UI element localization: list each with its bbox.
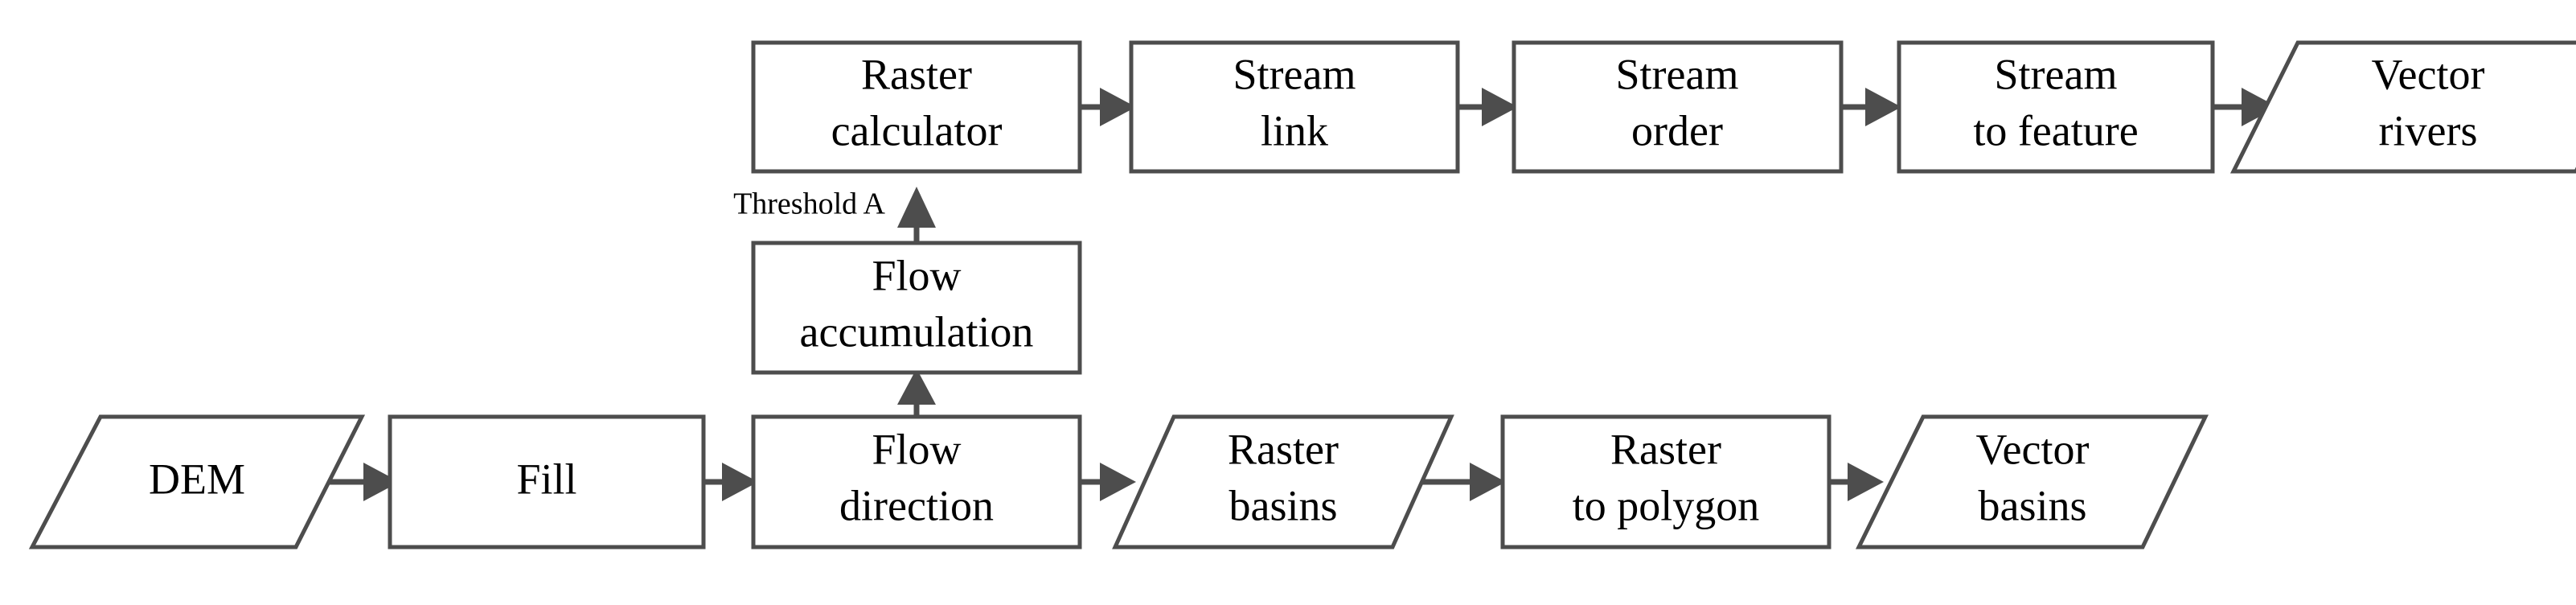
node-fill[interactable]: Fill	[388, 414, 706, 549]
node-label-vector-basins-line2: basins	[1979, 481, 2087, 529]
node-vector-basins[interactable]: Vector basins	[1855, 414, 2209, 549]
edge-stream-to-feature-to-vector-rivers	[2213, 88, 2278, 126]
node-raster-basins[interactable]: Raster basins	[1112, 414, 1454, 549]
node-raster-calculator[interactable]: Raster calculator	[751, 40, 1082, 174]
node-label-flow-accumulation-line1: Flow	[872, 251, 961, 299]
node-label-stream-to-feature-line2: to feature	[1973, 106, 2138, 154]
node-label-raster-to-polygon-line1: Raster	[1610, 425, 1721, 473]
node-label-flow-accumulation-line2: accumulation	[800, 307, 1034, 356]
node-label-stream-order-line1: Stream	[1616, 50, 1739, 98]
edge-stream-link-to-stream-order	[1458, 88, 1518, 126]
connector-layer	[328, 88, 2278, 501]
edge-flow-direction-to-raster-basins	[1080, 463, 1136, 501]
node-label-raster-calculator-line2: calculator	[831, 106, 1003, 154]
node-label-fill-line1: Fill	[516, 455, 576, 503]
node-label-stream-link-line1: Stream	[1233, 50, 1356, 98]
edge-raster-to-polygon-to-vector-basins	[1829, 463, 1884, 501]
node-label-dem-line1: DEM	[149, 455, 245, 503]
node-label-raster-calculator-line1: Raster	[861, 50, 972, 98]
edge-fill-to-flow-direction	[703, 463, 758, 501]
node-stream-order[interactable]: Stream order	[1512, 40, 1844, 174]
node-stream-to-feature[interactable]: Stream to feature	[1897, 40, 2215, 174]
node-vector-rivers[interactable]: Vector rivers	[2229, 40, 2576, 174]
edge-stream-order-to-stream-to-feature	[1841, 88, 1901, 126]
node-label-stream-to-feature-line1: Stream	[1995, 50, 2118, 98]
edge-flow-direction-to-flow-accumulation	[897, 368, 936, 417]
node-label-stream-link-line2: link	[1261, 106, 1328, 154]
node-dem[interactable]: DEM	[28, 414, 366, 549]
edge-dem-to-fill	[328, 463, 400, 501]
node-label-raster-basins-line1: Raster	[1228, 425, 1339, 473]
node-label-vector-basins-line1: Vector	[1976, 425, 2090, 473]
edge-flow-accumulation-to-raster-calculator	[897, 187, 936, 243]
edge-label-threshold-a: Threshold A	[733, 187, 885, 221]
node-label-vector-rivers-line1: Vector	[2372, 50, 2485, 98]
node-stream-link[interactable]: Stream link	[1129, 40, 1460, 174]
node-label-flow-direction-line1: Flow	[872, 425, 961, 473]
edge-raster-calculator-to-stream-link	[1080, 88, 1136, 126]
node-label-raster-to-polygon-line2: to polygon	[1573, 481, 1760, 529]
node-flow-direction[interactable]: Flow direction	[751, 414, 1082, 549]
node-label-raster-basins-line2: basins	[1229, 481, 1338, 529]
node-label-stream-order-line2: order	[1631, 106, 1723, 154]
node-label-vector-rivers-line2: rivers	[2379, 106, 2478, 154]
node-raster-to-polygon[interactable]: Raster to polygon	[1500, 414, 1832, 549]
node-label-flow-direction-line2: direction	[839, 481, 994, 529]
edge-raster-basins-to-raster-to-polygon	[1420, 463, 1506, 501]
node-flow-accumulation[interactable]: Flow accumulation	[751, 241, 1082, 375]
